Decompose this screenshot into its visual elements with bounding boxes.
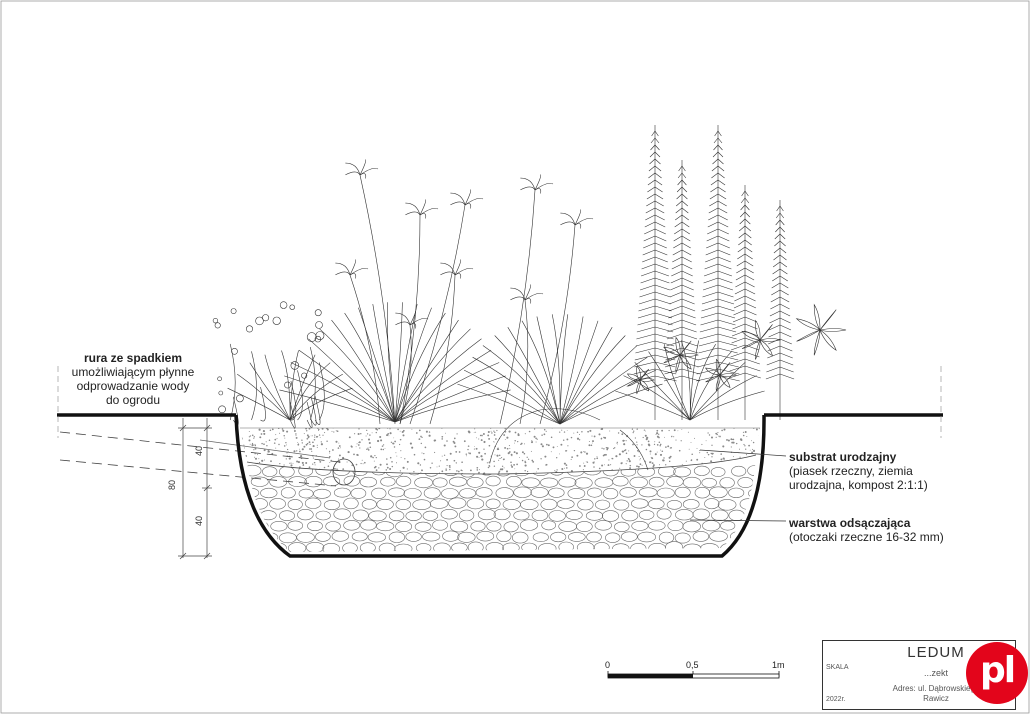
drainage-label-heading: warstwa odsączająca [789,516,911,530]
title-block-address-line1: Adres: ul. Dąbrowskiego [892,684,980,693]
leader-lines [689,449,787,522]
drainage-layer [247,464,756,552]
scale-tick-half: 0,5 [686,660,699,670]
dimension-upper: 40 [194,445,205,457]
dimension-lower: 40 [194,515,205,527]
pl-logo-badge: pl [966,642,1028,704]
scale-tick-0: 0 [605,660,611,670]
scale-tick-1m: 1m [772,660,785,670]
pipe-label-line3: do ogrodu [105,393,161,407]
title-block-address-line2: Rawicz [923,694,949,703]
pipe-label-line2: odprowadzanie wody [76,379,190,393]
title-block-project: ...zekt [923,668,948,678]
drainage-label: warstwa odsączająca (otoczaki rzeczne 16… [789,516,1009,544]
scale-bar [607,671,780,679]
pipe-label-line1: umożliwiającym płynne [71,365,195,379]
pipe-label-heading: rura ze spadkiem [83,351,183,365]
substrate-label-line2: urodzajna, kompost 2:1:1) [789,478,928,492]
title-block-date: 2022r. [826,696,846,703]
substrate-label-heading: substrat urodzajny [789,450,897,464]
drainage-label-line1: (otoczaki rzeczne 16-32 mm) [789,530,944,544]
dimension-lines [178,418,212,560]
title-block-scale-label: SKALA [826,664,849,671]
layer-boundary [246,454,757,475]
title-block-address: Adres: ul. Dąbrowskiego Rawicz [858,684,1014,704]
drain-pipe [59,431,356,487]
plants-illustration [212,125,847,471]
dimension-total: 80 [167,479,178,491]
substrate-label: substrat urodzajny (piasek rzeczny, ziem… [789,450,1009,492]
pit-outline [234,414,766,558]
pipe-label: rura ze spadkiem umożliwiającym płynne o… [58,351,208,407]
title-block-company: LEDUM [907,644,965,661]
substrate-label-line1: (piasek rzeczny, ziemia [789,464,913,478]
